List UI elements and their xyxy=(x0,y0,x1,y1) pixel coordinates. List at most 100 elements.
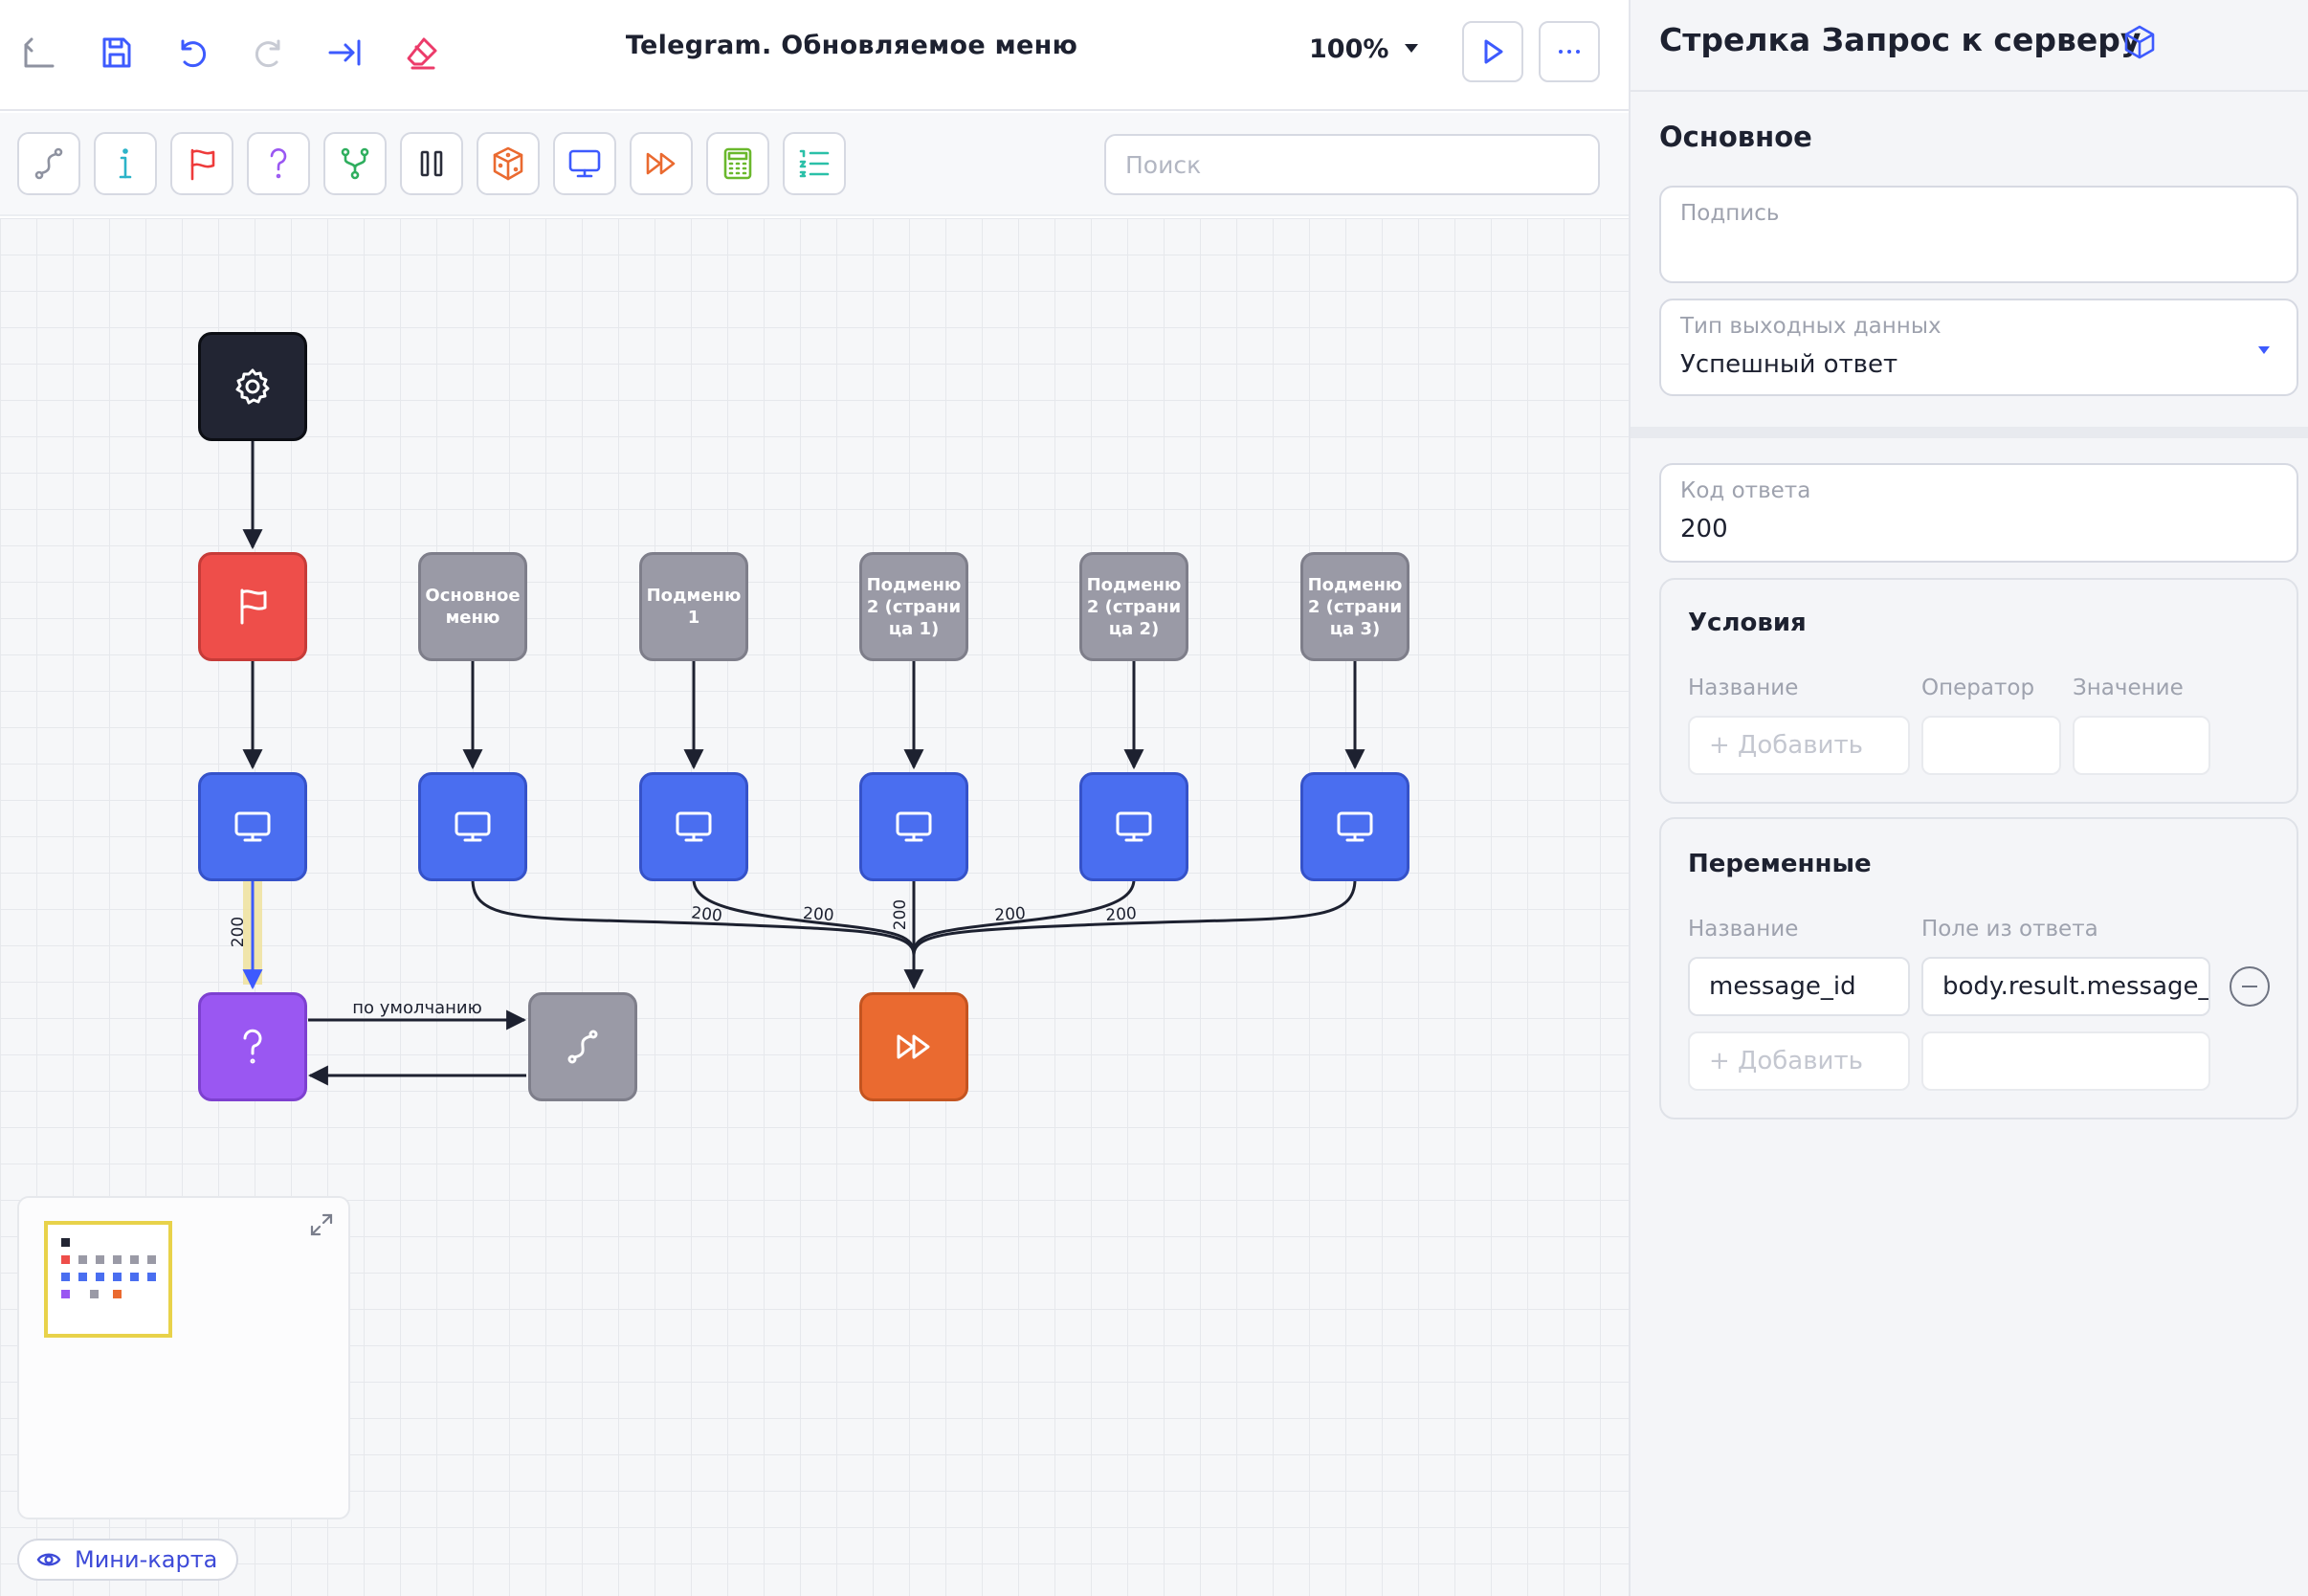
palette-question-block[interactable] xyxy=(247,132,310,195)
node-label-submenu-2-page-2[interactable]: Подменю 2 (страница 2) xyxy=(1079,552,1188,661)
block-search-input[interactable] xyxy=(1104,134,1600,195)
top-toolbar: Telegram. Обновляемое меню 100% xyxy=(0,0,1629,111)
node-jump[interactable] xyxy=(859,992,968,1101)
node-link[interactable] xyxy=(528,992,637,1101)
go-to-end-button[interactable] xyxy=(320,27,371,78)
calculator-icon xyxy=(723,147,752,180)
response-code-field[interactable]: Код ответа 200 xyxy=(1659,463,2298,563)
minimap-node xyxy=(61,1273,70,1281)
minimap-node xyxy=(78,1273,87,1281)
undo-button[interactable] xyxy=(166,27,218,78)
minimap-expand-button[interactable] xyxy=(308,1211,335,1238)
save-icon xyxy=(102,37,131,68)
palette-info-block[interactable] xyxy=(94,132,157,195)
edge-screen-6-jump[interactable] xyxy=(912,878,1357,956)
monitor-icon xyxy=(1116,811,1152,842)
zoom-dropdown-caret-icon[interactable] xyxy=(1405,44,1418,53)
flow-canvas[interactable]: 200 200 200 200 200 200 по умолчанию Осн… xyxy=(0,218,1629,1596)
minimap-node xyxy=(90,1290,99,1298)
palette-list-block[interactable] xyxy=(783,132,846,195)
node-label-submenu-2-page-1[interactable]: Подменю 2 (страница 1) xyxy=(859,552,968,661)
more-dots-icon xyxy=(1559,50,1580,54)
node-screen-3[interactable] xyxy=(639,772,748,881)
palette-screen-block[interactable] xyxy=(553,132,616,195)
minimap-node xyxy=(61,1255,70,1264)
back-button[interactable] xyxy=(13,27,65,78)
dice-icon xyxy=(493,146,523,181)
conditions-operator-input[interactable] xyxy=(1921,716,2061,775)
fast-forward-icon xyxy=(646,152,676,175)
variables-col-field: Поле из ответа xyxy=(1921,917,2098,942)
node-label-submenu-1[interactable]: Подменю 1 xyxy=(639,552,748,661)
palette-link-block[interactable] xyxy=(17,132,80,195)
palette-calculator-block[interactable] xyxy=(706,132,769,195)
variables-add-field[interactable] xyxy=(1921,1031,2210,1091)
route-icon xyxy=(34,147,63,180)
minimap-node xyxy=(130,1255,139,1264)
conditions-add-name[interactable]: + Добавить xyxy=(1688,716,1910,775)
flag-icon xyxy=(240,588,267,625)
output-type-label: Тип выходных данных xyxy=(1680,314,1942,339)
redo-icon xyxy=(255,39,280,68)
expand-icon xyxy=(310,1213,333,1236)
save-button[interactable] xyxy=(90,27,142,78)
route-icon xyxy=(567,1030,598,1064)
edge-label-default: по умолчанию xyxy=(352,998,482,1018)
back-arrow-icon xyxy=(24,37,55,68)
question-icon xyxy=(243,1029,262,1064)
panel-title: Стрелка Запрос к серверу xyxy=(1659,21,2142,58)
minimap-node xyxy=(147,1255,156,1264)
edge-label-screen-5: 200 xyxy=(1105,904,1138,925)
node-screen-2[interactable] xyxy=(418,772,527,881)
monitor-icon xyxy=(568,149,601,178)
monitor-icon xyxy=(1337,811,1373,842)
node-label-submenu-2-page-3[interactable]: Подменю 2 (страница 3) xyxy=(1300,552,1409,661)
node-screen-1[interactable] xyxy=(198,772,307,881)
section-basic: Основное Подпись Тип выходных данных Усп… xyxy=(1631,94,2308,427)
properties-panel: Стрелка Запрос к серверу Основное Подпис… xyxy=(1629,0,2308,1596)
node-screen-6[interactable] xyxy=(1300,772,1409,881)
node-start[interactable] xyxy=(198,552,307,661)
palette-start-block[interactable] xyxy=(170,132,233,195)
minimap-node xyxy=(61,1290,70,1298)
panel-header: Стрелка Запрос к серверу xyxy=(1631,0,2308,92)
output-type-select[interactable]: Тип выходных данных Успешный ответ xyxy=(1659,299,2298,396)
edge-screen-3-jump[interactable] xyxy=(692,878,916,956)
variable-name-input[interactable]: message_id xyxy=(1688,957,1910,1016)
minimap[interactable] xyxy=(17,1196,350,1519)
node-screen-4[interactable] xyxy=(859,772,968,881)
redo-button[interactable] xyxy=(243,27,295,78)
edge-screen-2-jump[interactable] xyxy=(471,878,916,956)
clear-button[interactable] xyxy=(396,27,448,78)
fast-forward-icon xyxy=(897,1034,930,1059)
palette-branch-block[interactable] xyxy=(323,132,387,195)
more-button[interactable] xyxy=(1539,21,1600,82)
variable-field-input[interactable]: body.result.message_id xyxy=(1921,957,2210,1016)
zoom-level[interactable]: 100% xyxy=(1309,34,1389,64)
minimap-toggle-button[interactable]: Мини-карта xyxy=(17,1539,239,1581)
eraser-icon xyxy=(407,37,437,70)
palette-jump-block[interactable] xyxy=(630,132,693,195)
palette-pause-block[interactable] xyxy=(400,132,463,195)
variables-add-name[interactable]: + Добавить xyxy=(1688,1031,1910,1091)
node-screen-5[interactable] xyxy=(1079,772,1188,881)
conditions-card: Условия Название Оператор Значение + Доб… xyxy=(1659,578,2298,804)
caption-field[interactable]: Подпись xyxy=(1659,186,2298,283)
conditions-value-input[interactable] xyxy=(2073,716,2210,775)
node-question[interactable] xyxy=(198,992,307,1101)
minimap-node xyxy=(96,1273,104,1281)
edge-screen-5-jump[interactable] xyxy=(912,878,1136,956)
undo-icon xyxy=(181,39,207,68)
run-button[interactable] xyxy=(1462,21,1523,82)
palette-random-block[interactable] xyxy=(477,132,540,195)
question-icon xyxy=(270,148,287,179)
node-settings[interactable] xyxy=(198,332,307,441)
minimap-viewport[interactable] xyxy=(44,1221,172,1338)
edge-label-screen-6: 200 xyxy=(994,904,1027,925)
remove-variable-button[interactable] xyxy=(2230,966,2270,1007)
output-type-value: Успешный ответ xyxy=(1680,350,1898,379)
node-label-main-menu[interactable]: Основное меню xyxy=(418,552,527,661)
edge-label-vertical: 200 xyxy=(229,917,248,947)
minimap-node xyxy=(130,1273,139,1281)
